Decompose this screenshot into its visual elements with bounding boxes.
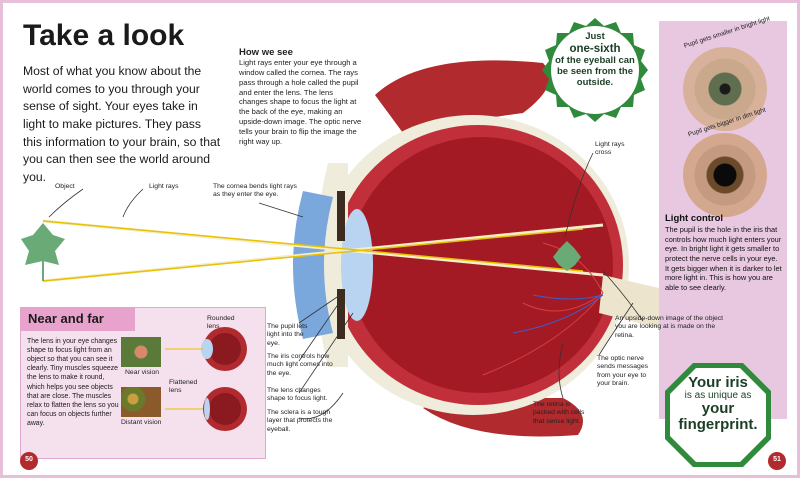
page-number-right: 51: [767, 451, 787, 471]
near-and-far-title: Near and far: [28, 311, 104, 326]
iris-line1: Your iris: [688, 374, 748, 391]
distant-vision-label: Distant vision: [121, 419, 162, 426]
fact-line3: of the eyeball can be seen from the outs…: [555, 55, 635, 88]
flattened-lens-label: Flattened lens: [169, 379, 198, 395]
label-upside-down: An upside-down image of the object you a…: [615, 315, 724, 339]
eye-bright-photo: [683, 47, 767, 131]
page-number-left: 50: [19, 451, 39, 471]
upside-down-image-icon: [553, 241, 581, 271]
iris-bottom: [337, 289, 345, 339]
label-object: Object: [55, 183, 75, 190]
cornea: [293, 191, 333, 339]
flattened-lens-icon: [204, 398, 210, 420]
distant-vision-photo: [121, 387, 161, 417]
fact-badge-one-sixth: Just one-sixth of the eyeball can be see…: [541, 16, 649, 124]
near-and-far-header: Near and far: [20, 307, 135, 331]
light-control-text: The pupil is the hole in the iris that c…: [665, 225, 782, 292]
how-we-see-text: Light rays enter your eye through a wind…: [239, 58, 362, 146]
near-vision-photo: [121, 337, 161, 367]
label-retina: The retina is packed with cells that sen…: [533, 401, 585, 425]
eye-diagram: [21, 60, 663, 437]
light-control-heading: Light control: [665, 213, 724, 224]
label-sclera: The sclera is a tough layer that protect…: [267, 409, 333, 433]
intro-paragraph: Most of what you know about the world co…: [23, 64, 221, 185]
iris-top: [337, 191, 345, 241]
label-lens: The lens changes shape to focus light.: [267, 387, 328, 403]
label-pupil: The pupil lets light into the eye.: [267, 323, 308, 347]
iris-line4: fingerprint.: [678, 416, 758, 433]
fact-line1: Just: [585, 31, 605, 42]
iris-line2: is as unique as: [684, 389, 752, 401]
rounded-lens-icon: [201, 339, 213, 359]
label-cornea: The cornea bends light rays as they ente…: [213, 183, 297, 199]
lens: [341, 209, 373, 321]
vitreous: [349, 137, 613, 393]
near-vision-label: Near vision: [125, 369, 159, 376]
fact-badge-iris: Your iris is as unique as your fingerpri…: [663, 361, 773, 469]
label-iris: The iris controls how much light comes i…: [267, 353, 333, 377]
fact-line2: one-sixth: [569, 42, 621, 55]
near-and-far-text: The lens in your eye changes shape to fo…: [27, 338, 119, 427]
label-rays-cross: Light rays cross: [595, 141, 625, 157]
label-light-rays: Light rays: [149, 183, 179, 190]
iris-line3: your: [701, 400, 735, 418]
rounded-lens-label: Rounded lens: [207, 315, 235, 331]
light-ray: [42, 220, 584, 272]
eye-dim-photo: [683, 133, 767, 217]
veins: [512, 294, 604, 334]
label-optic-nerve: The optic nerve sends messages from your…: [597, 355, 649, 388]
page-title: Take a look: [23, 19, 185, 52]
light-ray: [42, 228, 584, 282]
leaf-object-icon: [21, 223, 65, 265]
how-we-see-heading: How we see: [239, 47, 293, 58]
lens-diagrams: [165, 327, 247, 431]
eye-muscle-top: [375, 60, 550, 133]
optic-nerve: [599, 275, 663, 329]
